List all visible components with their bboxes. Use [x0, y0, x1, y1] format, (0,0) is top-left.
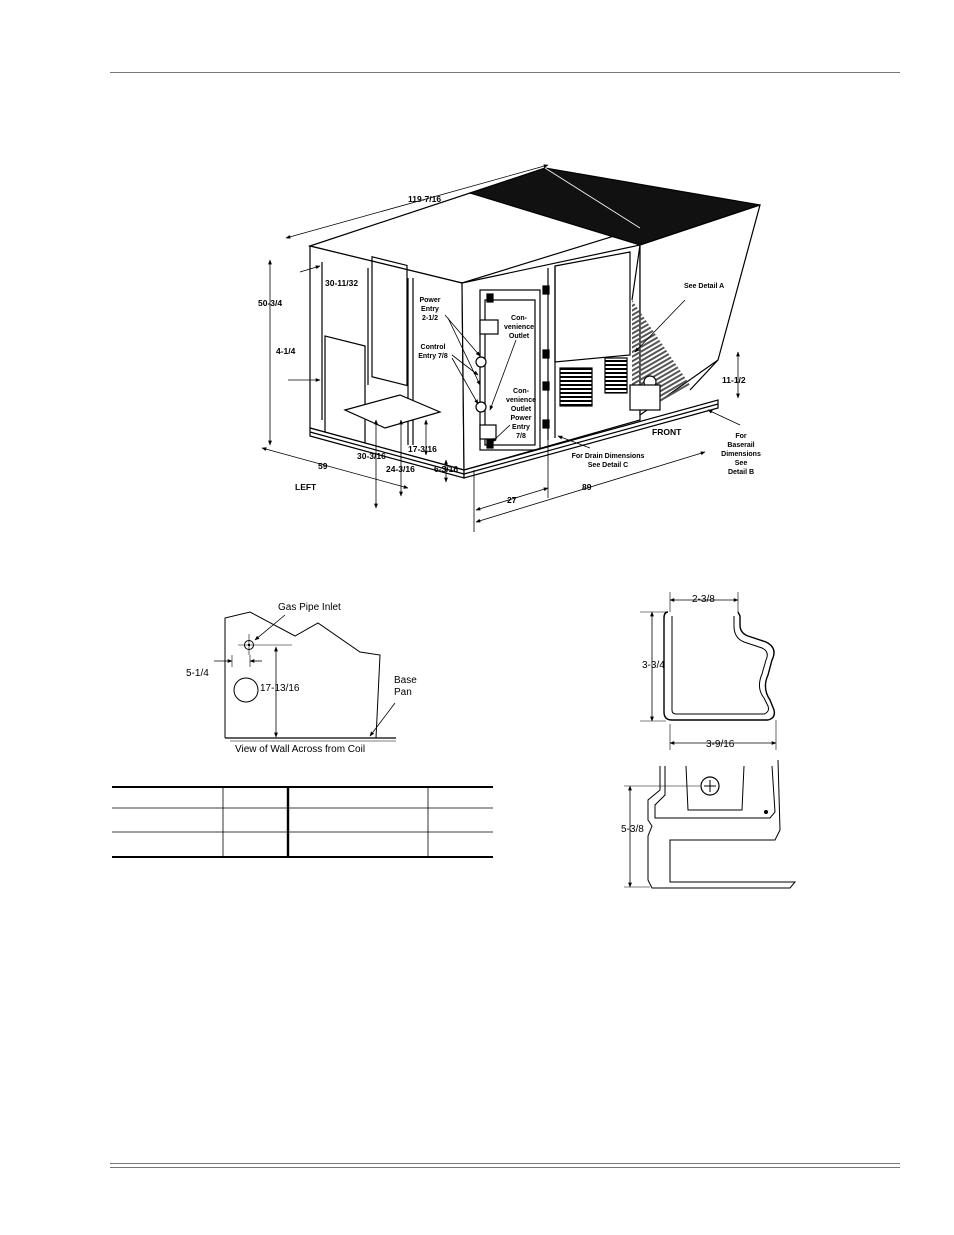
unit-labels: 119-7/16 50-3/4 30-11/32 4-1/4 59 30-3/1… — [258, 194, 761, 505]
wall-opening — [233, 677, 259, 703]
gas-dim-horizontal: 5-1/4 — [186, 668, 209, 679]
view-left-label: LEFT — [295, 482, 317, 492]
dim-front-a: 27 — [507, 495, 517, 505]
svg-text:venience: venience — [506, 397, 536, 404]
dimension-table — [112, 786, 493, 858]
svg-text:Outlet: Outlet — [511, 406, 532, 413]
dim-hood-height: 11-1/2 — [722, 375, 746, 385]
callout-power-entry: Power Entry 2-1/2 — [419, 297, 440, 322]
footer-rule-top — [110, 1163, 900, 1164]
drain-dim-height: 5-3/8 — [621, 824, 644, 835]
svg-text:Dimensions: Dimensions — [721, 451, 761, 458]
callout-drain: For Drain Dimensions See Detail C — [572, 453, 645, 469]
svg-text:Entry: Entry — [421, 306, 439, 313]
dim-left-depth-a: 30-3/16 — [357, 451, 386, 461]
gas-detail-caption: View of Wall Across from Coil — [235, 744, 365, 755]
callout-convenience-outlet: Con- venience Outlet — [504, 315, 534, 340]
baserail-dim-bottom: 3-9/16 — [706, 739, 735, 750]
dim-depth: 59 — [318, 461, 328, 471]
svg-text:Control: Control — [421, 344, 446, 351]
unit-dimension-lines — [261, 164, 741, 532]
base-pan-label-1: Base — [394, 675, 417, 686]
unit-isometric-drawing — [307, 167, 761, 479]
dim-front-b: 89 — [582, 482, 592, 492]
base-pan-label-2: Pan — [394, 687, 412, 698]
dim-overall-length: 119-7/16 — [408, 194, 441, 204]
drain-detail — [624, 759, 797, 889]
svg-text:Baserail: Baserail — [727, 442, 754, 449]
baserail-dim-height: 3-3/4 — [642, 660, 665, 671]
svg-text:7/8: 7/8 — [516, 433, 526, 440]
callout-control-entry: Control Entry 7/8 — [418, 344, 448, 360]
svg-text:Entry: Entry — [512, 424, 530, 431]
dim-left-depth-d: 6-3/16 — [434, 464, 458, 474]
louver-left — [559, 367, 593, 407]
dim-height: 50-3/4 — [258, 298, 282, 308]
svg-text:Con-: Con- — [511, 315, 528, 322]
footer-rule-bottom — [110, 1167, 900, 1168]
baserail-dim-top: 2-3/8 — [692, 594, 715, 605]
header-rule — [110, 72, 900, 73]
svg-text:Power: Power — [510, 415, 531, 422]
gas-pipe-inlet-label: Gas Pipe Inlet — [278, 602, 341, 613]
gas-dim-vertical: 17-13/16 — [260, 683, 300, 694]
unit-front-face — [461, 244, 641, 471]
svg-text:See: See — [735, 460, 748, 467]
svg-text:venience: venience — [504, 324, 534, 331]
svg-text:Power: Power — [419, 297, 440, 304]
svg-text:Detail B: Detail B — [728, 469, 754, 476]
svg-text:Con-: Con- — [513, 388, 530, 395]
gas-pipe-detail: Gas Pipe Inlet 5-1/4 17-13/16 Base Pan V… — [186, 602, 417, 755]
dim-left-depth-c: 17-3/16 — [408, 444, 437, 454]
louver-right — [604, 357, 628, 394]
dim-left-offset: 4-1/4 — [276, 346, 296, 356]
svg-text:For Drain Dimensions: For Drain Dimensions — [572, 453, 645, 460]
front-door-panel — [479, 289, 541, 451]
dim-top-to-panel: 30-11/32 — [325, 278, 358, 288]
callout-see-detail-a: See Detail A — [684, 283, 724, 290]
svg-text:For: For — [735, 433, 747, 440]
svg-text:Entry 7/8: Entry 7/8 — [418, 353, 448, 360]
view-front-label: FRONT — [652, 427, 682, 437]
svg-text:See Detail C: See Detail C — [588, 462, 628, 469]
baserail-detail — [640, 592, 777, 750]
callout-outlet-power-entry: Con- venience Outlet Power Entry 7/8 — [506, 388, 536, 440]
dim-left-depth-b: 24-3/16 — [386, 464, 415, 474]
callout-baserail: For Baserail Dimensions See Detail B — [721, 433, 761, 476]
svg-text:2-1/2: 2-1/2 — [422, 315, 438, 322]
svg-text:Outlet: Outlet — [509, 333, 530, 340]
